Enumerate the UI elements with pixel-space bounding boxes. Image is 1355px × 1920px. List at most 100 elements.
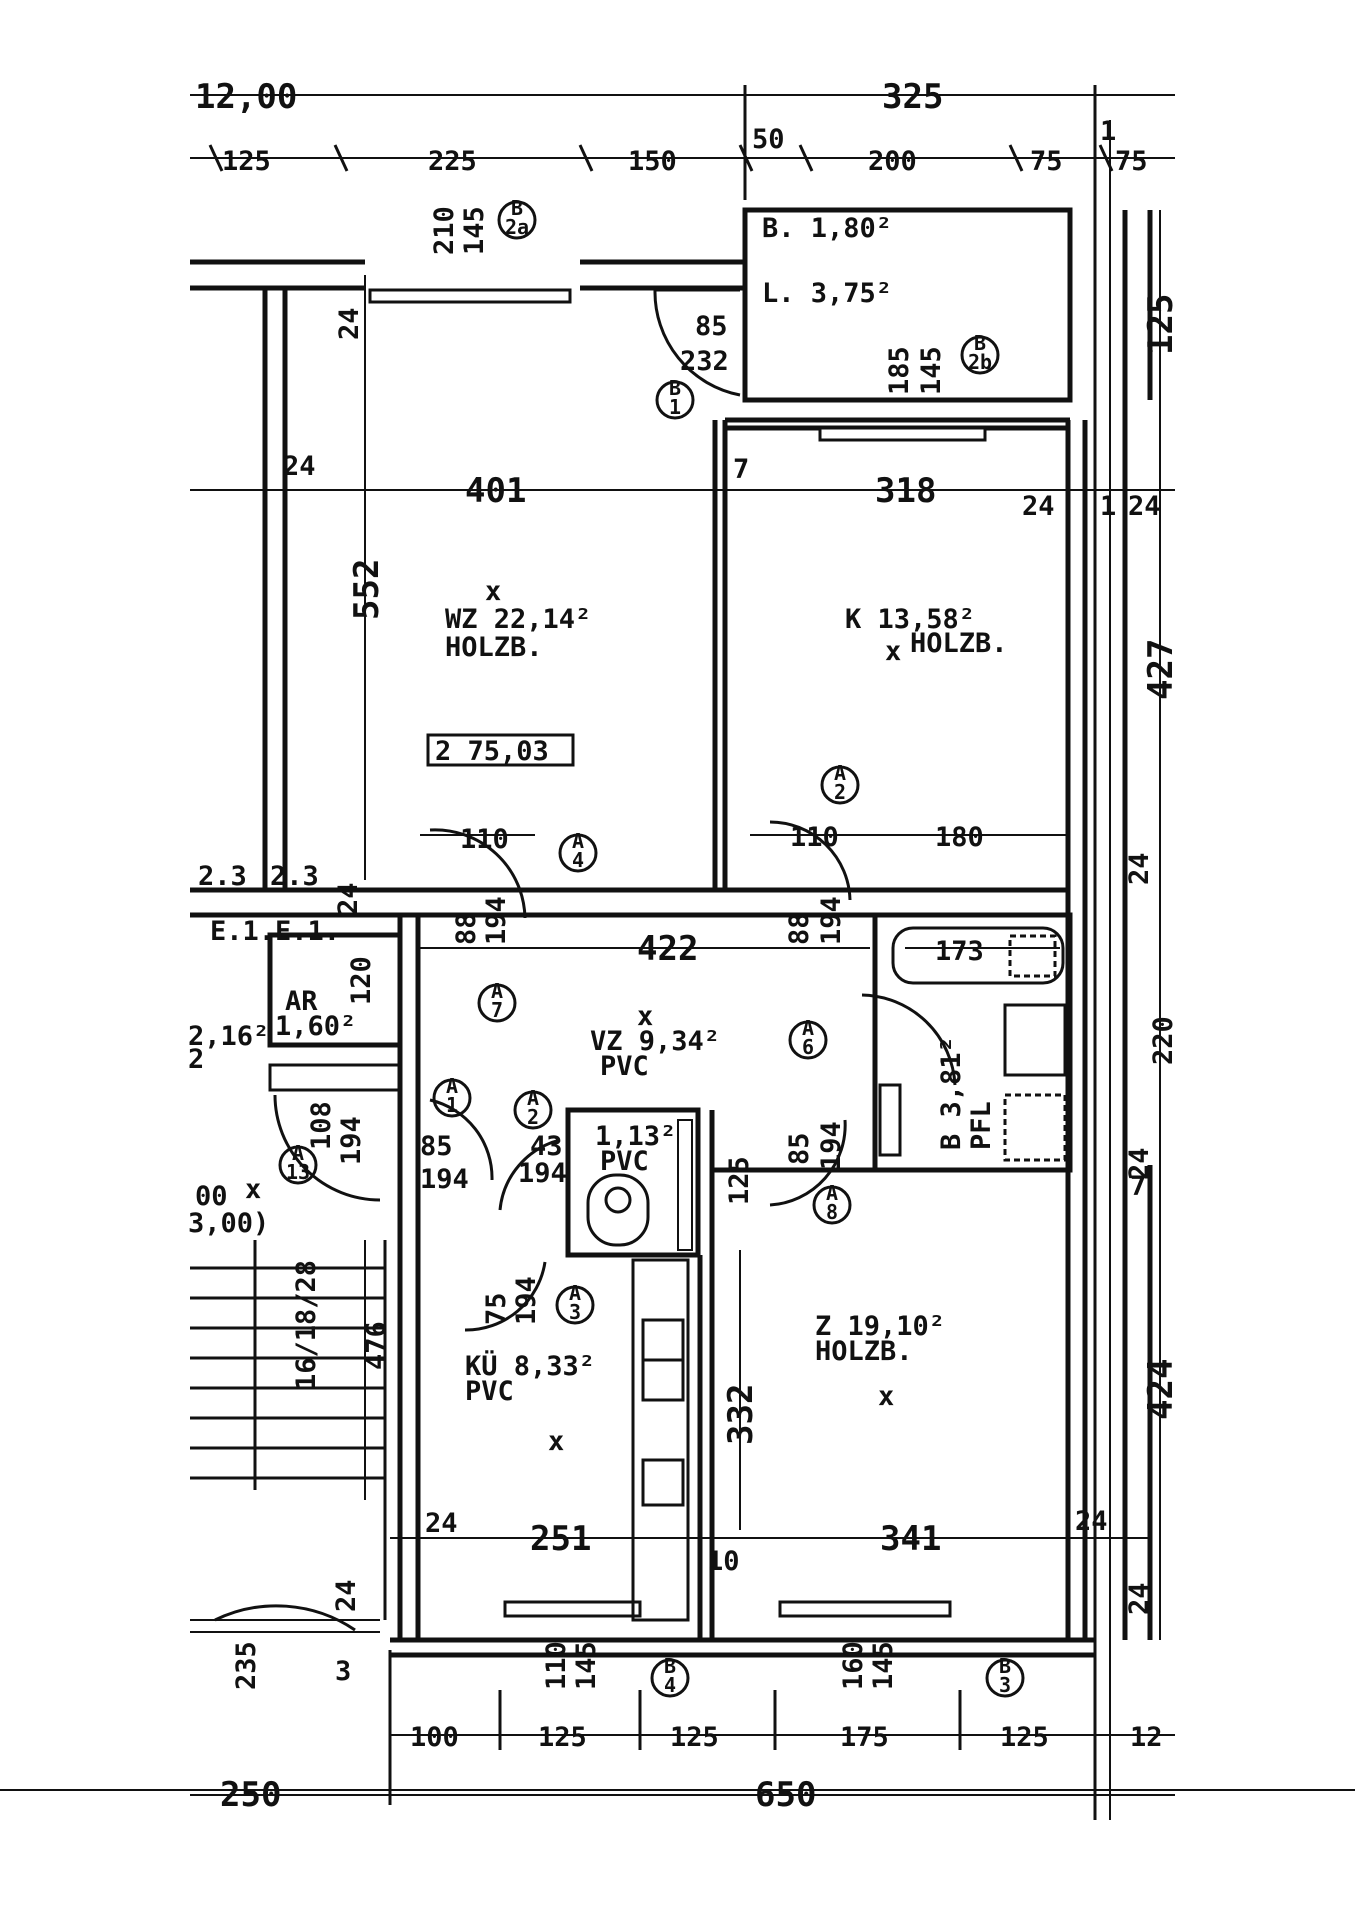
dim-door-88: 88 (451, 912, 482, 945)
dim-door-110b: 110 (790, 822, 839, 853)
marker-b-2a: B 2a (497, 196, 537, 240)
dim-door-108: 108 (306, 1101, 337, 1150)
svg-text:A: A (572, 829, 584, 853)
fixtures (190, 926, 1067, 1633)
dim-top-150: 150 (628, 146, 677, 177)
dim-win-z-h2: 145 (868, 1641, 899, 1690)
marker-a-4: A 4 (558, 829, 598, 873)
dim-wall-24-left: 24 (283, 451, 316, 482)
marker-b-3: B 3 (985, 1654, 1025, 1698)
dim-bath-173: 173 (935, 936, 984, 967)
room-z-name: Z 19,10² (815, 1311, 945, 1342)
dim-top-overall-right: 325 (882, 77, 943, 117)
svg-text:2: 2 (527, 1105, 539, 1129)
svg-text:4: 4 (572, 848, 584, 872)
dim-top-125: 125 (222, 146, 271, 177)
svg-text:2b: 2b (968, 350, 992, 374)
dim-right-24a: 24 (1128, 491, 1161, 522)
dim-wz-height: 552 (347, 559, 387, 620)
svg-text:A: A (826, 1181, 838, 1205)
dim-right-424: 424 (1141, 1359, 1181, 1420)
marker-a-8: A 8 (812, 1181, 852, 1225)
dim-wall-24-mid2: 24 (1124, 1147, 1155, 1180)
dim-right-220: 220 (1148, 1016, 1179, 1065)
dim-wall-10: 10 (707, 1546, 740, 1577)
svg-text:x: x (878, 1381, 894, 1412)
dim-wall-24-k: 24 (1022, 491, 1055, 522)
dim-top-50: 50 (752, 124, 785, 155)
label-e1b: E.1. (275, 916, 340, 947)
dim-stair-476: 476 (361, 1321, 392, 1370)
top-dimension-lines (190, 85, 1175, 1820)
room-ar-area: 1,60² (275, 1011, 356, 1042)
interior-dimension-lines (190, 210, 1175, 1640)
dim-balcony-door-h2: 145 (459, 206, 490, 255)
marker-a-13: A 13 (278, 1141, 318, 1185)
dim-right-24b: 24 (1124, 852, 1155, 885)
svg-text:B: B (669, 376, 681, 400)
dim-bottom-175: 175 (840, 1722, 889, 1753)
svg-text:6: 6 (802, 1035, 814, 1059)
dim-kitchen-win-h2: 145 (916, 346, 947, 395)
room-b-name: B 3,81² (936, 1036, 967, 1150)
svg-text:2: 2 (834, 780, 846, 804)
dim-balcony-door-h1: 210 (429, 206, 460, 255)
dim-bottom-125b: 125 (670, 1722, 719, 1753)
svg-text:x: x (485, 576, 501, 607)
dim-top-marker-1: 1 (1100, 116, 1116, 147)
windows (368, 288, 987, 1618)
dim-kitchen-win-h1: 185 (884, 346, 915, 395)
marker-b-4: B 4 (650, 1654, 690, 1698)
dim-bottom-overall-main: 650 (755, 1775, 816, 1815)
dim-k-width: 318 (875, 471, 936, 511)
room-ku-floor: PVC (465, 1376, 514, 1407)
dim-door-85b: 85 (784, 1132, 815, 1165)
marker-a-1: A 1 (432, 1074, 472, 1118)
svg-text:B: B (511, 196, 523, 220)
dim-left-235: 235 (231, 1641, 262, 1690)
room-vz-floor: PVC (600, 1051, 649, 1082)
dim-wall-24-top: 24 (334, 307, 365, 340)
dim-bottom-100: 100 (410, 1722, 459, 1753)
dim-wall-7: 7 (733, 454, 749, 485)
dim-wz-width: 401 (465, 471, 526, 511)
room-left-100: 00 (195, 1181, 228, 1212)
dim-wc-125: 125 (724, 1156, 755, 1205)
svg-text:8: 8 (826, 1200, 838, 1224)
dim-win-ku-h2: 145 (571, 1641, 602, 1690)
dim-door-194e: 194 (336, 1116, 367, 1165)
svg-text:13: 13 (286, 1160, 310, 1184)
svg-text:3: 3 (569, 1300, 581, 1324)
room-k-floor: HOLZB. (910, 628, 1008, 659)
bottom-dimension-lines (0, 1650, 1355, 1805)
room-z-floor: HOLZB. (815, 1336, 913, 1367)
dim-right-125: 125 (1141, 294, 1181, 355)
room-wz-name: WZ 22,14² (445, 604, 591, 635)
room-k-name: K 13,58² (845, 604, 975, 635)
dim-door-75: 75 (481, 1292, 512, 1325)
dim-left-3: 3 (335, 1656, 351, 1687)
svg-text:7: 7 (491, 998, 503, 1022)
room-ku-name: KÜ 8,33² (465, 1349, 595, 1382)
dim-door-194c: 194 (511, 1276, 542, 1325)
dim-door-24: 24 (331, 1579, 362, 1612)
dim-door-232: 232 (680, 346, 729, 377)
dim-top-225: 225 (428, 146, 477, 177)
svg-text:A: A (527, 1086, 539, 1110)
dim-top-200: 200 (868, 146, 917, 177)
svg-text:2a: 2a (505, 215, 529, 239)
marker-a-2-vz: A 2 (513, 1086, 553, 1130)
dim-stair-steps: 16/18/28 (291, 1260, 322, 1390)
dim-wall-24-mid: 24 (333, 882, 364, 915)
dim-bottom-125c: 125 (1000, 1722, 1049, 1753)
dim-door-194a: 194 (420, 1164, 469, 1195)
svg-text:A: A (802, 1016, 814, 1040)
dim-one-mark: 1 (1100, 491, 1116, 522)
dim-door-194b: 194 (816, 896, 847, 945)
dim-z-height: 332 (721, 1384, 761, 1445)
dim-win-z-h1: 160 (838, 1641, 869, 1690)
dim-right-427: 427 (1141, 639, 1181, 700)
marker-b-1: B 1 (655, 376, 695, 420)
dim-label-23a: 2.3 (198, 861, 247, 892)
